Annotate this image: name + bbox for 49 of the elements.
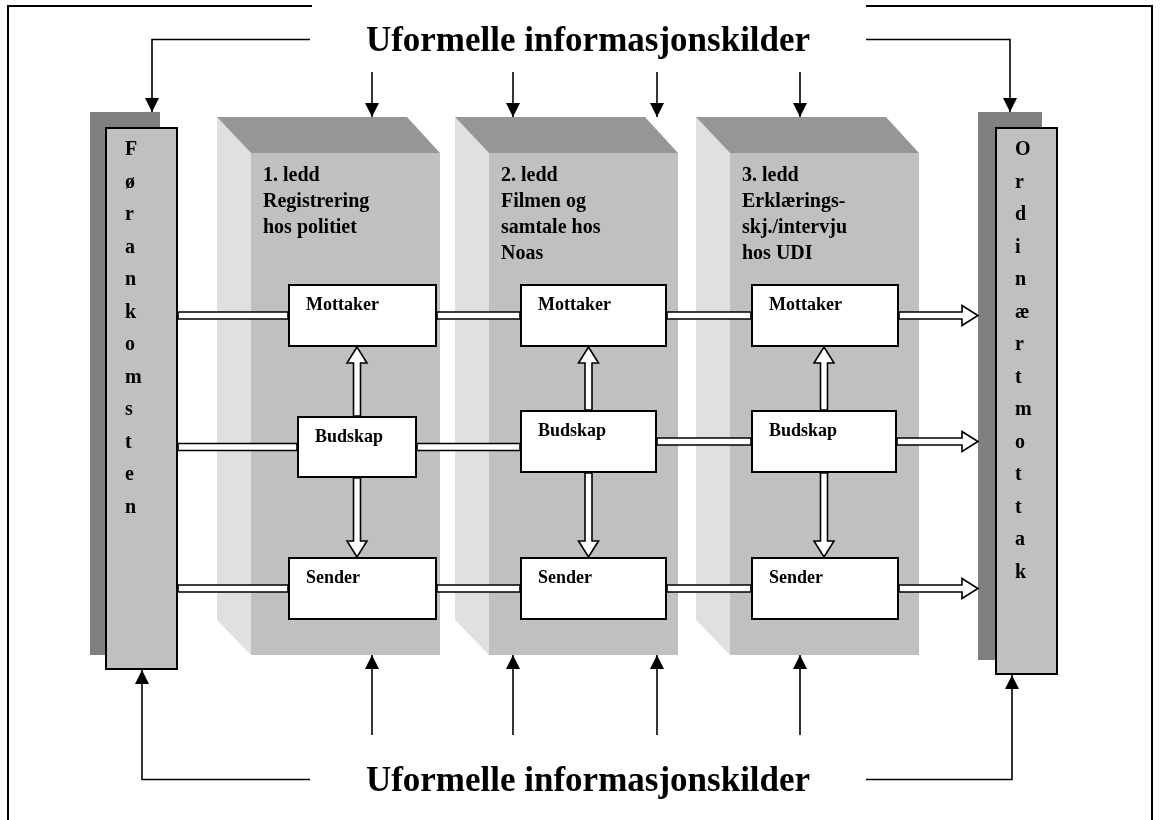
arrow	[177, 584, 289, 593]
arrow	[145, 38, 311, 113]
arrow	[793, 654, 807, 736]
process-box: Mottaker	[751, 284, 899, 347]
arrow	[506, 71, 520, 118]
arrow	[577, 472, 600, 559]
arrow	[650, 654, 664, 736]
process-box: Budskap	[751, 410, 897, 473]
process-box: Sender	[288, 557, 437, 620]
arrow	[656, 437, 752, 446]
arrow	[365, 654, 379, 736]
arrow	[898, 577, 980, 600]
arrow	[135, 669, 311, 781]
arrow	[898, 304, 980, 327]
stage-number: 1. ledd	[263, 162, 321, 187]
arrow	[793, 71, 807, 118]
arrow	[345, 345, 369, 417]
arrow	[812, 345, 836, 411]
process-box: Mottaker	[288, 284, 437, 347]
stage-title: Filmen og samtale hos Noas	[501, 188, 602, 265]
stage-title: Erklærings-skj./intervju hos UDI	[742, 188, 848, 265]
vertical-label: Ordinært mottak	[1015, 136, 1035, 584]
arrow	[345, 477, 369, 559]
process-box: Budskap	[520, 410, 657, 473]
arrow	[506, 654, 520, 736]
stage-number: 3. ledd	[742, 162, 800, 187]
stage-title: Registrering hos politiet	[263, 188, 371, 239]
arrow	[177, 311, 289, 320]
arrow	[416, 442, 521, 452]
arrow	[865, 38, 1017, 113]
arrow	[177, 442, 298, 452]
process-box: Mottaker	[520, 284, 667, 347]
arrow	[812, 472, 836, 559]
arrow	[436, 311, 521, 320]
vertical-label: Før ankomsten	[125, 136, 145, 519]
arrow	[650, 71, 664, 118]
process-box: Sender	[751, 557, 899, 620]
side-column	[978, 112, 1058, 675]
arrow	[666, 311, 752, 320]
arrow	[896, 430, 980, 453]
stage-number: 2. ledd	[501, 162, 559, 187]
arrow	[365, 71, 379, 118]
arrow	[666, 584, 752, 593]
arrow	[865, 674, 1019, 781]
side-column	[90, 112, 178, 670]
process-box: Budskap	[297, 416, 417, 478]
process-box: Sender	[520, 557, 667, 620]
arrow	[577, 345, 600, 411]
arrow	[436, 584, 521, 593]
